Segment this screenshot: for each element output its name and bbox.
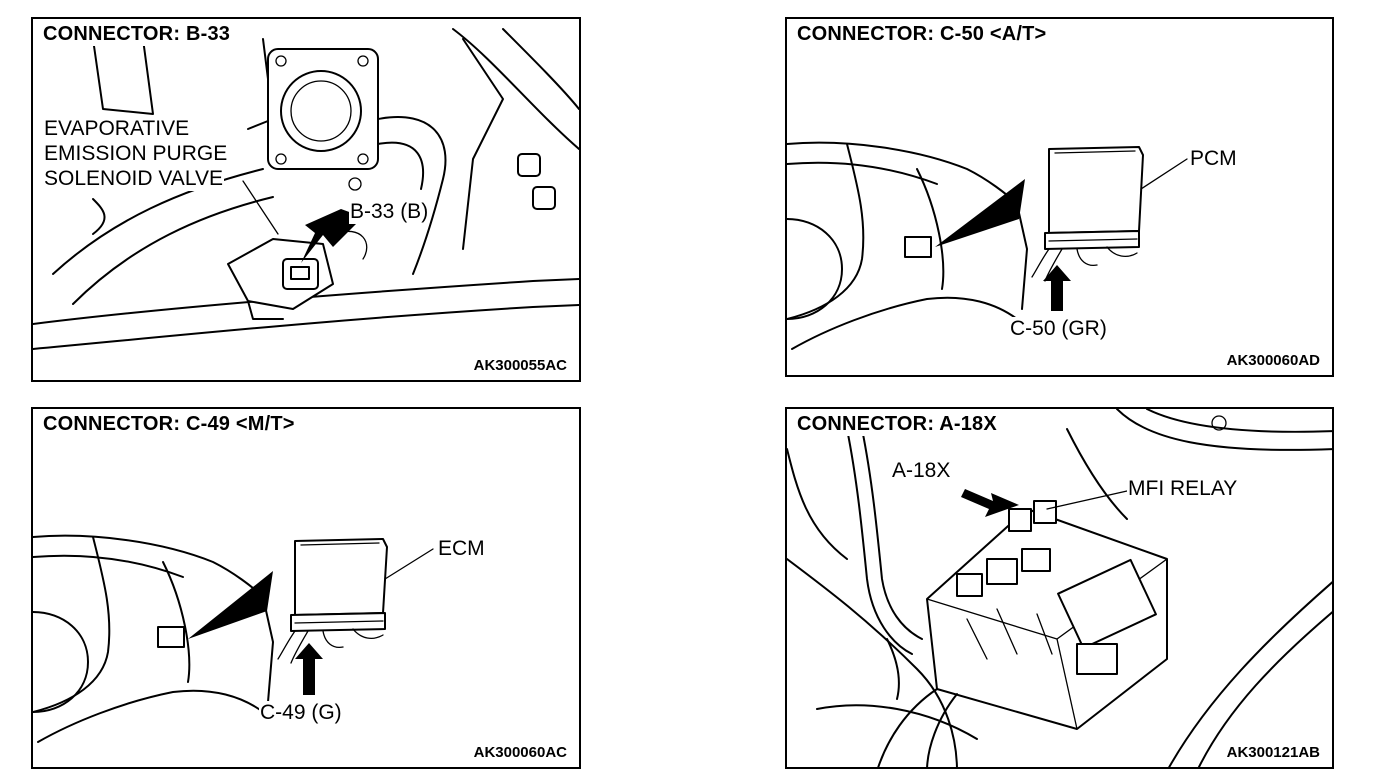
diagram-panel-a18x: CONNECTOR: A-18X A-18X MFI RELAY AK30012… xyxy=(785,407,1334,769)
component-label-line-2: EMISSION PURGE xyxy=(43,142,229,166)
relay-box-illustration xyxy=(787,409,1332,767)
figure-code: AK300060AD xyxy=(1224,352,1322,369)
connector-label: C-50 (GR) xyxy=(1009,317,1108,341)
component-label: PCM xyxy=(1189,147,1238,171)
figure-code: AK300060AC xyxy=(471,744,569,761)
component-label-line-1: EVAPORATIVE xyxy=(43,117,191,141)
connector-label: A-18X xyxy=(891,459,952,483)
dashboard-pcm-illustration xyxy=(787,141,1188,350)
engine-bay-illustration xyxy=(33,28,579,350)
panel-title: CONNECTOR: C-49 <M/T> xyxy=(41,413,297,436)
panel-title: CONNECTOR: A-18X xyxy=(795,413,999,436)
component-label: MFI RELAY xyxy=(1127,477,1239,501)
diagram-panel-b33: CONNECTOR: B-33 EVAPORATIVE EMISSION PUR… xyxy=(31,17,581,382)
connector-label: C-49 (G) xyxy=(259,701,343,725)
panel-title: CONNECTOR: C-50 <A/T> xyxy=(795,23,1049,46)
component-label-line-3: SOLENOID VALVE xyxy=(43,167,224,191)
dashboard-ecm-illustration xyxy=(33,534,434,743)
panel-title: CONNECTOR: B-33 xyxy=(41,23,233,46)
diagram-panel-c49: CONNECTOR: C-49 <M/T> ECM C-49 (G) AK300… xyxy=(31,407,581,769)
figure-code: AK300055AC xyxy=(471,357,569,374)
figure-code: AK300121AB xyxy=(1224,744,1322,761)
diagram-panel-c50: CONNECTOR: C-50 <A/T> PCM C-50 (GR) AK30… xyxy=(785,17,1334,377)
component-label: ECM xyxy=(437,537,486,561)
connector-label: B-33 (B) xyxy=(349,200,430,224)
